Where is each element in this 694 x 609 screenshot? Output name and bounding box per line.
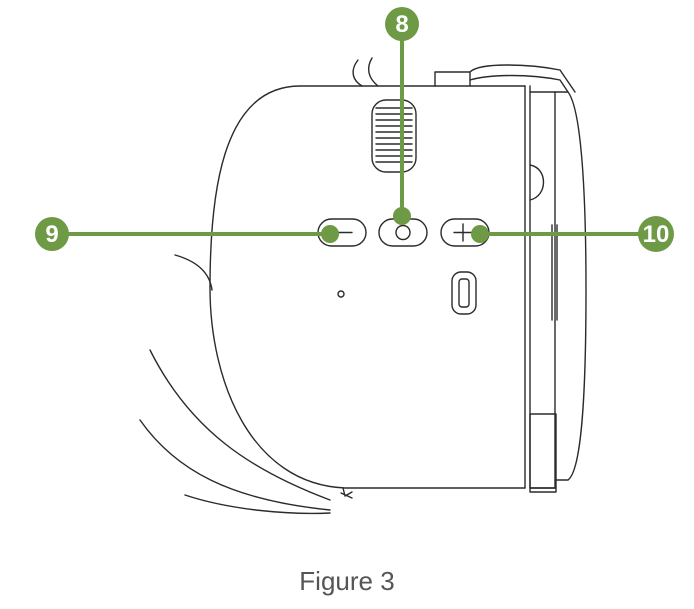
figure-caption: Figure 3 bbox=[299, 566, 395, 596]
top-clip bbox=[469, 74, 569, 93]
circle-icon bbox=[395, 224, 411, 241]
strap-line bbox=[149, 349, 331, 501]
callout-9-dot bbox=[321, 225, 339, 243]
bottom-latch bbox=[529, 413, 557, 489]
mic-hole bbox=[337, 290, 345, 298]
callout-10-label: 10 bbox=[643, 221, 670, 248]
callout-9-label: 9 bbox=[45, 221, 58, 248]
callout-10-badge bbox=[638, 216, 674, 252]
strap-line bbox=[139, 419, 331, 511]
front-plate bbox=[554, 91, 587, 481]
bottom-hook bbox=[340, 487, 353, 499]
top-clip bbox=[352, 59, 363, 87]
callout-8-dot bbox=[393, 207, 411, 225]
strap-line bbox=[184, 494, 331, 515]
side-bump bbox=[529, 164, 545, 201]
callout-8-badge bbox=[385, 7, 419, 41]
top-clip bbox=[469, 64, 576, 93]
front-plate bbox=[529, 487, 557, 493]
strap-line bbox=[174, 254, 213, 291]
scroll-wheel-ridges bbox=[375, 107, 413, 163]
top-clip bbox=[434, 71, 471, 87]
device-body-outline bbox=[209, 85, 526, 489]
usb-port-inner bbox=[458, 278, 470, 308]
callout-9-badge bbox=[35, 217, 69, 251]
usb-port bbox=[451, 271, 477, 315]
callout-10-dot bbox=[471, 225, 489, 243]
scroll-wheel[interactable] bbox=[371, 99, 417, 173]
front-plate bbox=[529, 91, 556, 489]
top-clip bbox=[367, 57, 379, 87]
callout-8-label: 8 bbox=[395, 11, 408, 38]
